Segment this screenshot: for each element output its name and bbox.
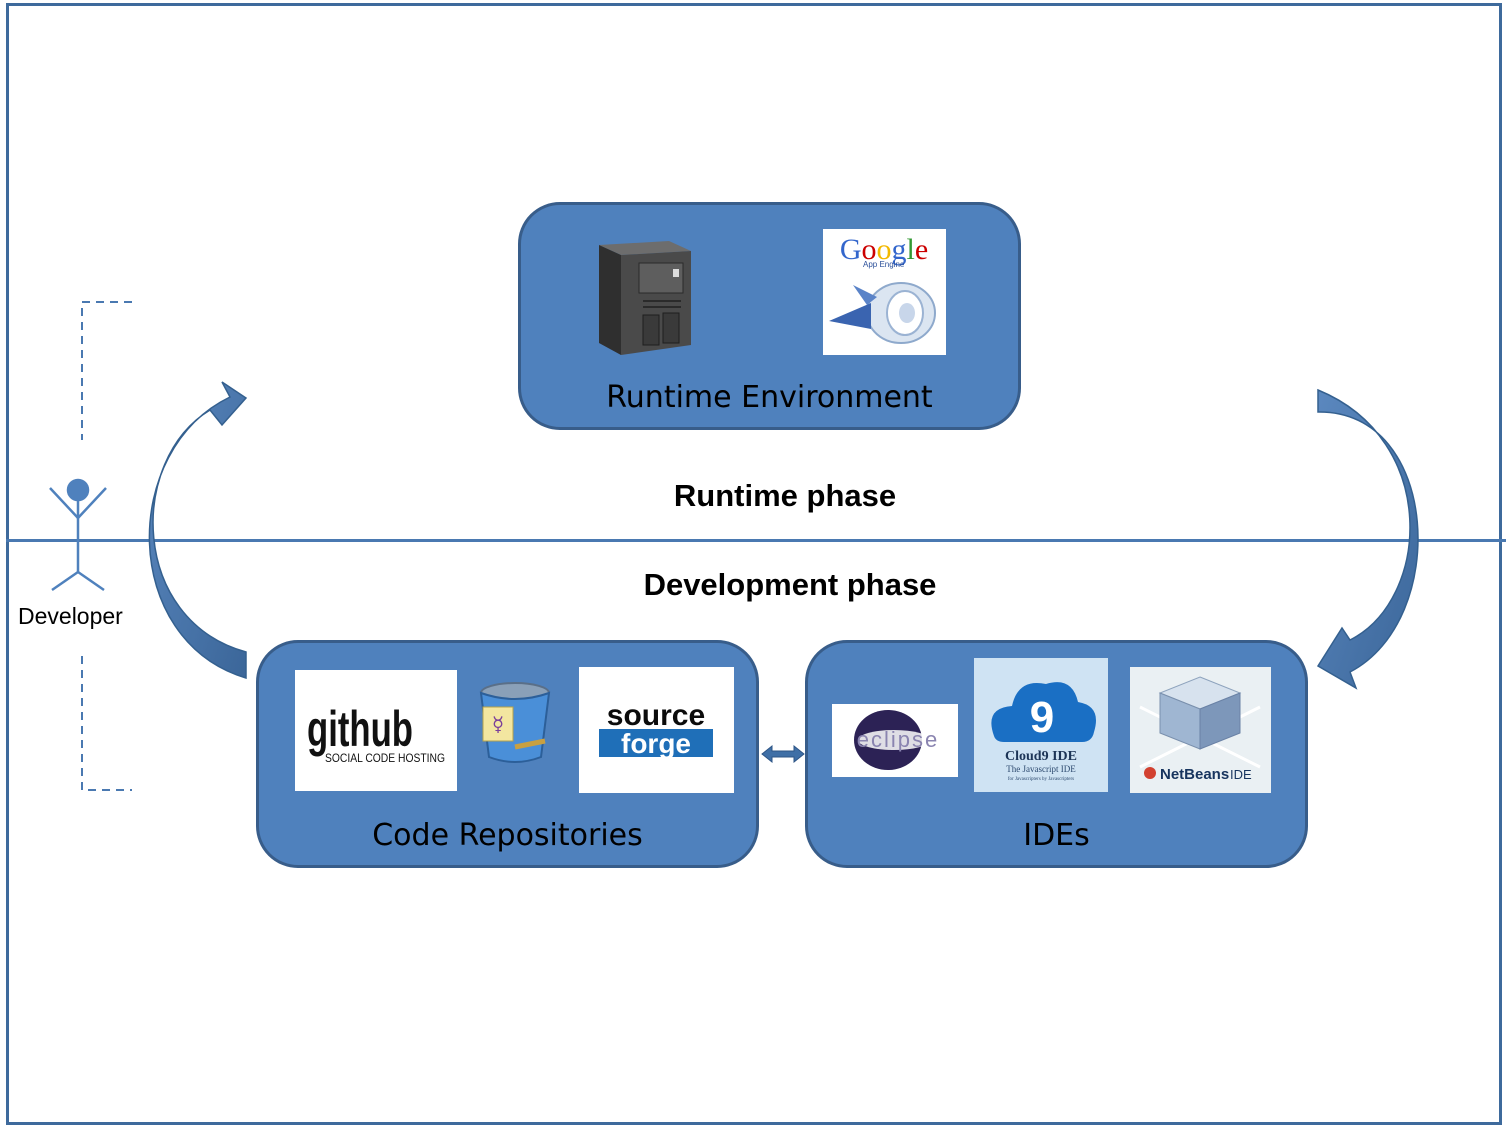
google-app-engine-logo: Google App Engine [823,229,946,355]
svg-text:☿: ☿ [492,712,504,736]
runtime-environment-box: Google App Engine Runtime Environment [518,202,1021,430]
svg-text:Google: Google [840,233,928,266]
github-logo: github SOCIAL CODE HOSTING [295,670,457,791]
svg-text:forge: forge [621,728,691,759]
phase-divider [6,539,1506,542]
code-repositories-box: github SOCIAL CODE HOSTING ☿ source forg… [256,640,759,868]
svg-text:9: 9 [1030,693,1054,742]
svg-text:eclipse: eclipse [857,727,939,752]
ides-title: IDEs [1023,818,1090,853]
sourceforge-logo: source forge [579,667,734,793]
svg-text:The Javascript IDE: The Javascript IDE [1006,764,1076,774]
svg-text:Cloud9 IDE: Cloud9 IDE [1005,749,1077,764]
svg-text:source: source [607,699,705,732]
developer-label: Developer [18,603,123,629]
diagram-frame [6,3,1502,1125]
runtime-phase-label: Runtime phase [673,478,897,513]
svg-text:NetBeans: NetBeans [1160,766,1229,783]
svg-text:for Javascripters by Javascrip: for Javascripters by Javascripters [1008,777,1074,782]
svg-text:IDE: IDE [1230,767,1252,782]
cloud9-ide-logo: 9 Cloud9 IDE The Javascript IDE for Java… [974,658,1108,792]
server-icon [581,233,701,358]
eclipse-logo: eclipse [832,704,958,777]
code-repositories-title: Code Repositories [372,818,643,853]
svg-text:github: github [307,701,413,757]
svg-text:App Engine: App Engine [863,260,905,269]
ides-box: eclipse 9 Cloud9 IDE The Javascript IDE … [805,640,1308,868]
netbeans-ide-logo: NetBeans IDE [1130,667,1271,793]
development-phase-label: Development phase [643,567,937,602]
runtime-environment-title: Runtime Environment [606,380,933,415]
svg-text:SOCIAL CODE HOSTING: SOCIAL CODE HOSTING [325,751,445,765]
mercurial-bucket-icon: ☿ [475,681,555,767]
